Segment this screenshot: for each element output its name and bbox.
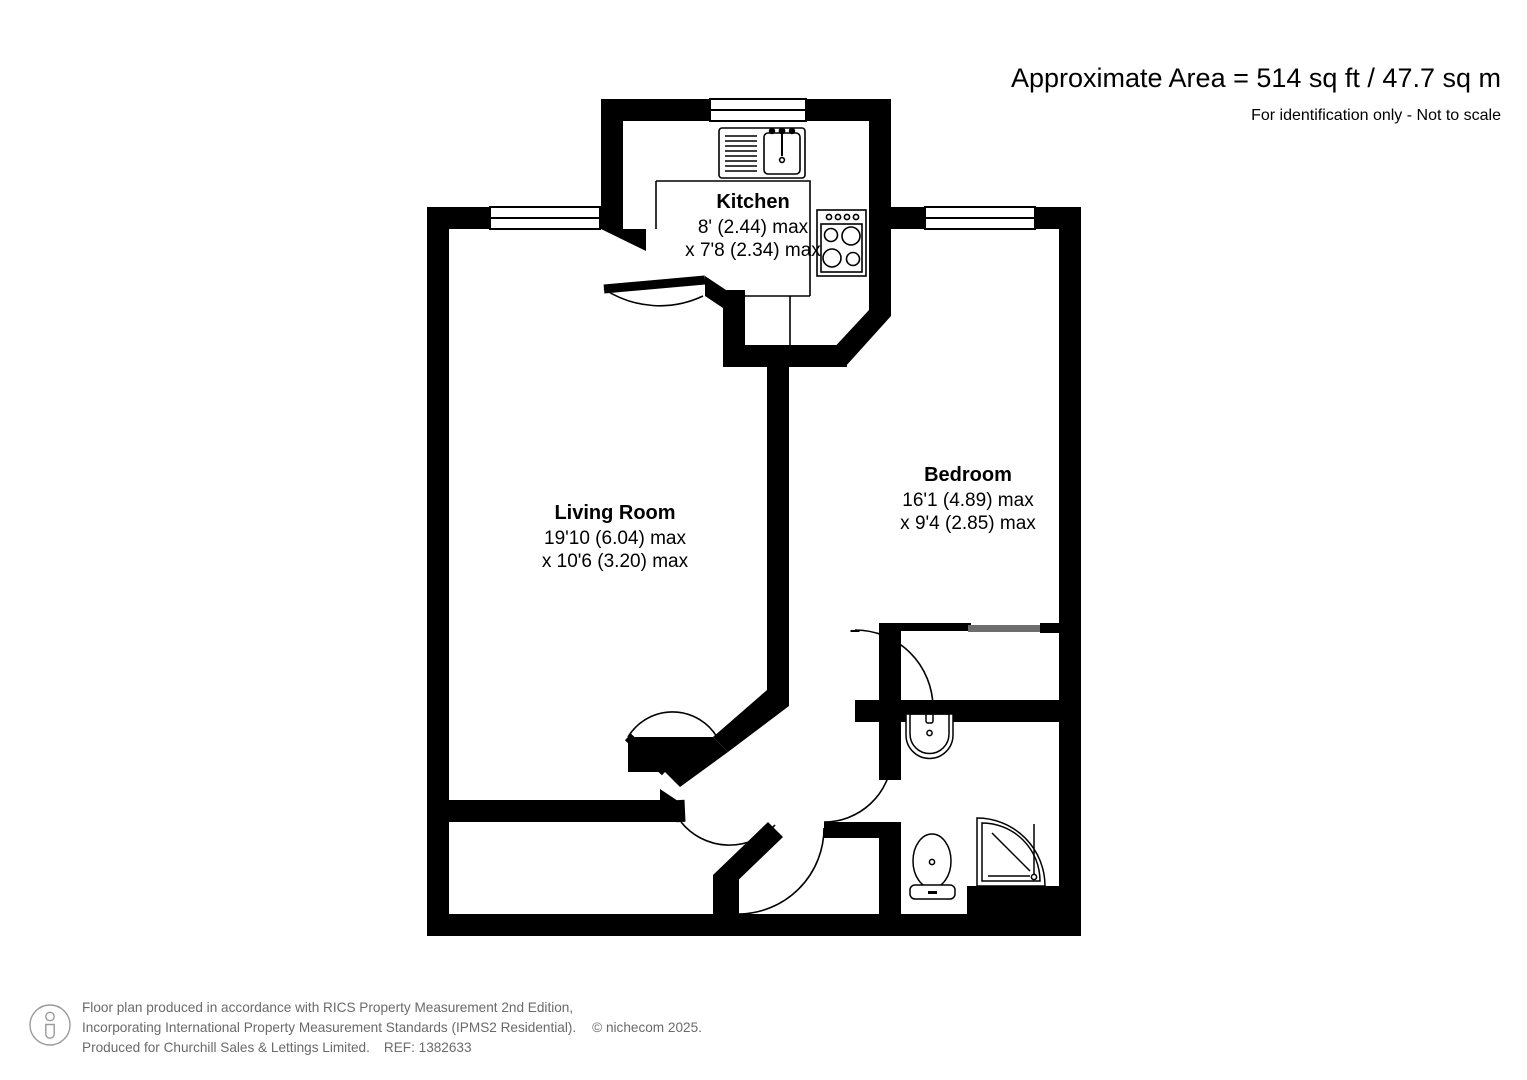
- kitchen-door-jamb: [705, 276, 726, 310]
- windows-group: [489, 98, 1036, 230]
- approximate-area-text: Approximate Area = 514 sq ft / 47.7 sq m: [1010, 63, 1501, 93]
- bathroom-toilet: [909, 833, 956, 900]
- header: Approximate Area = 514 sq ft / 47.7 sq m…: [801, 0, 1501, 124]
- room-dimension-living-room-1: 19'10 (6.04) max: [544, 528, 686, 549]
- living-bedroom-divider-wall: [767, 356, 789, 706]
- living-room-window: [489, 206, 601, 230]
- bathroom-corner-shower: [976, 817, 1046, 887]
- living-room-door: [624, 711, 718, 776]
- shower-base-wall: [967, 886, 1059, 914]
- footer-copyright: © nichecom 2025.: [592, 1020, 702, 1036]
- bathroom-door: [823, 757, 897, 823]
- footer-text-block: Floor plan produced in accordance with R…: [82, 998, 702, 1058]
- footer-reference: REF: 1382633: [383, 1040, 472, 1056]
- kitchen-hob-cooker: [816, 209, 867, 277]
- kitchen-angled-wall-left: [601, 207, 646, 251]
- bedroom-door: [850, 629, 934, 708]
- room-label-bedroom: Bedroom 16'1 (4.89) max x 9'4 (2.85) max: [808, 465, 1128, 533]
- footer-line-1: Floor plan produced in accordance with R…: [82, 1000, 574, 1015]
- room-name-bedroom: Bedroom: [924, 464, 1012, 486]
- bedroom-door-jamb: [855, 700, 879, 722]
- room-dimension-living-room-2: x 10'6 (3.20) max: [541, 551, 689, 572]
- room-dimension-bedroom-1: 16'1 (4.89) max: [902, 490, 1034, 511]
- kitchen-unit-outlines: [655, 180, 811, 356]
- footer-line-2a: Incorporating International Property Mea…: [82, 1020, 577, 1036]
- footer-line-2: Incorporating International Property Mea…: [82, 1018, 702, 1038]
- person-in-circle-icon: [29, 1004, 71, 1046]
- walls-group: [427, 99, 1081, 936]
- room-dimension-kitchen-2: x 7'8 (2.34) max: [685, 240, 821, 261]
- kitchen-fixtures-group: [718, 127, 867, 277]
- kitchen-door: [603, 275, 706, 307]
- kitchen-window-top: [709, 98, 807, 122]
- bathroom-fixtures-group: [905, 709, 1046, 900]
- footer: Floor plan produced in accordance with R…: [28, 998, 702, 1058]
- hall-angled-wall-to-door: [713, 822, 783, 890]
- room-label-kitchen: Kitchen 8' (2.44) max x 7'8 (2.34) max: [593, 192, 913, 260]
- room-name-living-room: Living Room: [554, 502, 676, 524]
- room-dimension-bedroom-2: x 9'4 (2.85) max: [900, 513, 1036, 534]
- room-name-kitchen: Kitchen: [716, 191, 790, 213]
- kitchen-sink-with-drainer: [718, 127, 806, 179]
- hall-angled-wall-lower: [660, 789, 681, 822]
- divider-wall-angled-foot: [713, 690, 789, 752]
- bathroom-left-wall-lower: [879, 830, 901, 914]
- room-dimension-kitchen-1: 8' (2.44) max: [697, 217, 809, 238]
- room-label-living-room: Living Room 19'10 (6.04) max x 10'6 (3.2…: [465, 503, 765, 571]
- footer-line-3a: Produced for Churchill Sales & Lettings …: [82, 1040, 370, 1056]
- hall-door-lower: [675, 799, 776, 846]
- storage-top-wall: [879, 623, 901, 707]
- hall-stub-wall-upper: [628, 737, 728, 787]
- kitchen-left-stub-wall: [723, 290, 745, 356]
- bathroom-door-jamb: [824, 822, 901, 838]
- disclaimer-text: For identification only - Not to scale: [1251, 106, 1501, 124]
- doors-group: [603, 275, 934, 915]
- storage-top-wall-h: [879, 623, 971, 631]
- bedroom-window: [924, 206, 1036, 230]
- hall-entrance-door: [738, 827, 825, 915]
- footer-line-3: Produced for Churchill Sales & Lettings …: [82, 1038, 702, 1058]
- bathroom-basin: [905, 709, 954, 760]
- storage-sliding-door: [968, 623, 1062, 633]
- hall-horizontal-wall: [449, 800, 672, 822]
- bottom-door-jamb: [713, 875, 739, 914]
